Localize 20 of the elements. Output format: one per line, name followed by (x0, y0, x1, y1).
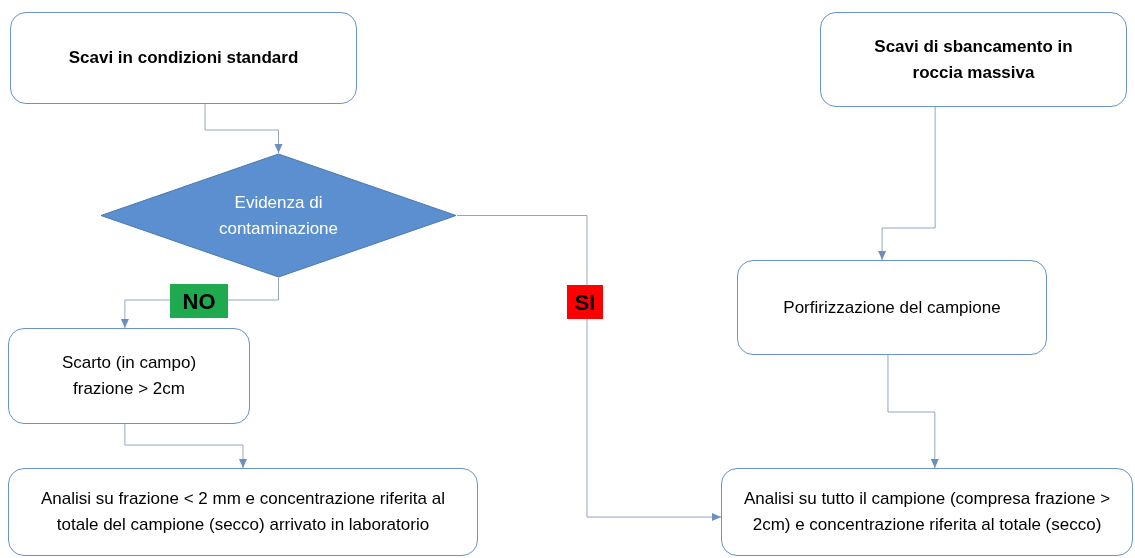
process-text: Scavi in condizioni standard (68, 47, 299, 69)
edge-label: SI (567, 285, 603, 319)
connector-arrow (124, 423, 247, 469)
process-text: Scavi di sbancamento in roccia massiva (873, 35, 1074, 84)
connector-arrow (878, 106, 936, 261)
decision-text: Evidenza di contaminazione (217, 191, 340, 240)
process-box (721, 468, 1133, 556)
process-text: Porfirizzazione del campione (783, 296, 1001, 319)
process-text: Scarto (in campo) frazione > 2cm (60, 352, 198, 400)
process-box (737, 260, 1047, 355)
process-box (10, 12, 357, 104)
process-box (820, 12, 1127, 107)
connector-arrow (887, 354, 939, 469)
edge-label: NO (170, 284, 228, 318)
process-text: Analisi su frazione < 2 mm e concentrazione riferita al totale del campione (secco) arrivato in laboratorio (40, 488, 446, 536)
process-text: Analisi su tutto il campione (compresa frazione > 2cm) e concentrazione riferita al totale (secco) (742, 488, 1112, 536)
connector-arrow (456, 215, 722, 521)
process-box (8, 328, 250, 424)
process-box (8, 468, 478, 556)
connector-arrow (204, 103, 283, 154)
